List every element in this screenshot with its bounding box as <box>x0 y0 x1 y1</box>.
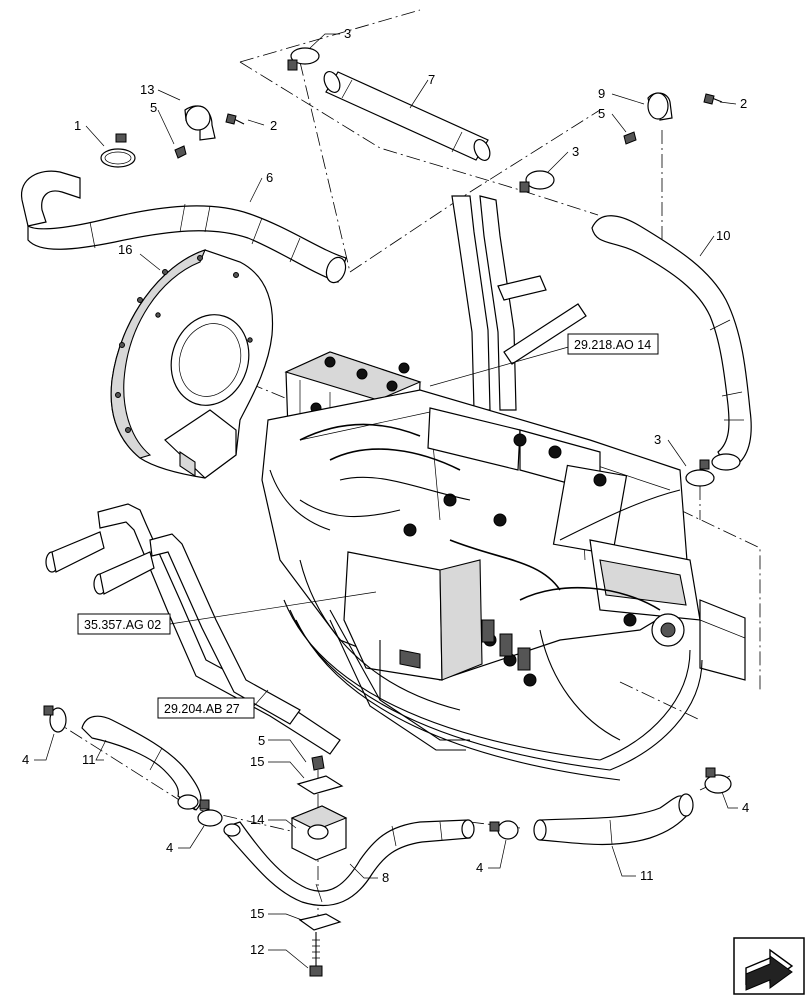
callout-14: 14 <box>250 812 264 827</box>
callout-7: 7 <box>428 72 435 87</box>
callout-15-top: 15 <box>250 754 264 769</box>
callout-16: 16 <box>118 242 132 257</box>
callout-11-right: 11 <box>640 868 654 883</box>
callout-10: 10 <box>716 228 730 243</box>
ref-box-29-218[interactable]: 29.218.AO 14 <box>567 333 659 355</box>
hose-clamp-4-c <box>489 820 519 840</box>
p-clip-13 <box>174 105 245 159</box>
hose-11-left <box>81 715 202 811</box>
hose-10 <box>591 215 752 471</box>
callout-4-a: 4 <box>22 752 29 767</box>
transmission-assembly <box>261 195 746 700</box>
hose-clamp-3-mid <box>519 170 555 193</box>
callout-5-lower: 5 <box>258 733 265 748</box>
assembly-lines <box>49 9 761 928</box>
ref-box-29-204[interactable]: 29.204.AB 27 <box>157 697 255 719</box>
hose-clamp-4-d <box>704 767 732 794</box>
callout-3-top: 3 <box>344 26 351 41</box>
hose-clamp-3-top <box>287 47 320 71</box>
callout-6: 6 <box>266 170 273 185</box>
flywheel-housing <box>110 249 274 479</box>
clamp-block-14 <box>290 755 348 977</box>
hose-clamp-4-b <box>197 799 223 827</box>
ref-29-204-label: 29.204.AB 27 <box>164 702 240 716</box>
callout-2-right: 2 <box>740 96 747 111</box>
callout-4-d: 4 <box>742 800 749 815</box>
callout-4-b: 4 <box>166 840 173 855</box>
lower-tubes <box>45 503 703 781</box>
hose-upper-left <box>20 170 347 284</box>
clamp-9 <box>623 92 723 145</box>
callout-3-mid: 3 <box>572 144 579 159</box>
next-page-arrow-icon[interactable] <box>733 937 805 995</box>
leader-lines <box>34 33 738 969</box>
callout-15-bottom: 15 <box>250 906 264 921</box>
callout-numbers: 3 7 13 5 1 2 6 3 9 5 2 10 16 3 5 15 4 11… <box>22 26 749 957</box>
callout-11-left: 11 <box>82 752 96 767</box>
tube-7 <box>323 71 491 161</box>
ref-box-35-357[interactable]: 35.357.AG 02 <box>77 613 171 635</box>
callout-9: 9 <box>598 86 605 101</box>
hose-clamp-1 <box>100 133 136 168</box>
callout-1: 1 <box>74 118 81 133</box>
ref-35-357-label: 35.357.AG 02 <box>84 618 161 632</box>
hose-11-right <box>533 793 694 846</box>
ref-29-218-label: 29.218.AO 14 <box>574 338 651 352</box>
callout-8: 8 <box>382 870 389 885</box>
hose-clamp-4-a <box>43 705 67 733</box>
tube-8 <box>223 819 475 907</box>
callout-2-left: 2 <box>270 118 277 133</box>
callout-5-left: 5 <box>150 100 157 115</box>
callout-4-c: 4 <box>476 860 483 875</box>
callout-5-right: 5 <box>598 106 605 121</box>
callout-13: 13 <box>140 82 154 97</box>
callout-3-right: 3 <box>654 432 661 447</box>
hose-clamp-3-right <box>685 459 715 487</box>
callout-12: 12 <box>250 942 264 957</box>
